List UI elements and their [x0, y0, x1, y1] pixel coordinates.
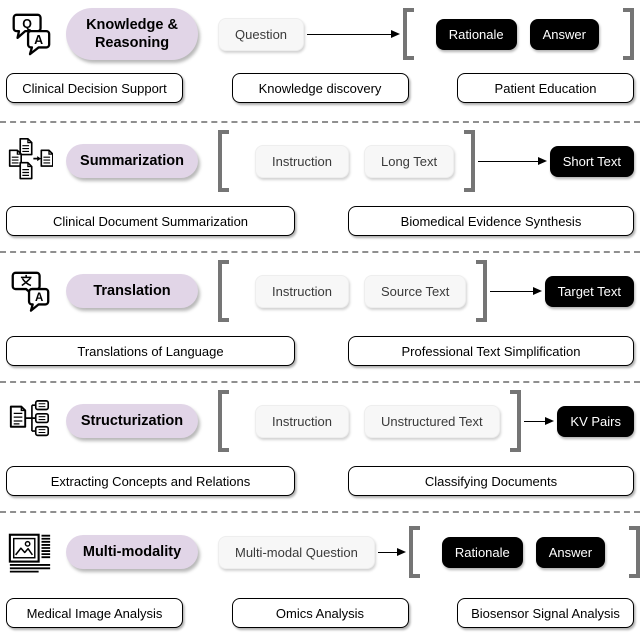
bracket-left-icon: [408, 526, 420, 578]
output-box-answer: Answer: [529, 18, 599, 50]
application-box: Extracting Concepts and Relations: [6, 466, 295, 496]
document-tree-icon: [6, 397, 54, 445]
input-bracket-group: Instruction Source Text: [218, 260, 488, 322]
output-box-target-text: Target Text: [544, 275, 634, 307]
arrow-right-icon: [523, 417, 555, 425]
bracket-right-icon: [629, 526, 640, 578]
input-box-instruction: Instruction: [255, 274, 349, 308]
row-knowledge-reasoning: Q A Knowledge & Reasoning Question Ratio…: [0, 2, 640, 123]
application-row: Clinical Document Summarization Biomedic…: [4, 206, 636, 236]
qa-chat-icon: Q A: [6, 10, 54, 58]
bracket-right-icon: [509, 390, 521, 452]
application-box: Patient Education: [457, 73, 634, 103]
output-bracket-group: Rationale Answer: [402, 8, 634, 60]
application-box: Biosensor Signal Analysis: [457, 598, 634, 628]
category-pill-summarization: Summarization: [66, 143, 198, 179]
image-article-icon: [6, 528, 54, 576]
application-box: Classifying Documents: [348, 466, 634, 496]
row-flow: Structurization Instruction Unstructured…: [4, 383, 636, 459]
application-box: Medical Image Analysis: [6, 598, 183, 628]
row-flow: A Translation Instruction Source Text Ta…: [4, 253, 636, 329]
output-bracket-group: Rationale Answer: [408, 526, 640, 578]
input-box-question: Question: [218, 17, 305, 51]
output-box-answer: Answer: [535, 536, 606, 568]
arrow-right-icon: [377, 548, 406, 556]
bracket-right-icon: [476, 260, 488, 322]
input-box-multi-modal-question: Multi-modal Question: [218, 535, 375, 569]
application-row: Translations of Language Professional Te…: [4, 336, 636, 366]
svg-text:Q: Q: [22, 17, 32, 31]
row-flow: Multi-modality Multi-modal Question Rati…: [4, 513, 640, 591]
bracket-left-icon: [218, 260, 229, 322]
arrow-right-icon: [478, 157, 547, 165]
category-pill-knowledge-reasoning: Knowledge & Reasoning: [66, 7, 198, 61]
bracket-left-icon: [402, 8, 414, 60]
input-bracket-group: Instruction Unstructured Text: [218, 390, 521, 452]
bracket-right-icon: [623, 8, 634, 60]
bracket-left-icon: [218, 130, 229, 192]
input-box-instruction: Instruction: [255, 144, 349, 178]
application-box: Professional Text Simplification: [348, 336, 634, 366]
application-row: Medical Image Analysis Omics Analysis Bi…: [4, 598, 636, 628]
arrow-right-icon: [490, 287, 542, 295]
row-flow: Summarization Instruction Long Text Shor…: [4, 123, 636, 199]
category-pill-structurization: Structurization: [66, 403, 198, 439]
row-summarization: Summarization Instruction Long Text Shor…: [0, 123, 640, 253]
input-box-long-text: Long Text: [363, 144, 455, 178]
bracket-right-icon: [464, 130, 476, 192]
documents-merge-icon: [6, 137, 54, 185]
application-box: Clinical Decision Support: [6, 73, 183, 103]
input-bracket-group: Instruction Long Text: [218, 130, 476, 192]
category-pill-multi-modality: Multi-modality: [66, 534, 198, 570]
output-box-kv-pairs: KV Pairs: [557, 405, 634, 437]
input-box-instruction: Instruction: [255, 404, 349, 438]
application-row: Extracting Concepts and Relations Classi…: [4, 466, 636, 496]
application-box: Translations of Language: [6, 336, 295, 366]
language-translate-icon: A: [6, 267, 54, 315]
application-box: Biomedical Evidence Synthesis: [348, 206, 634, 236]
svg-text:A: A: [35, 292, 43, 304]
category-pill-translation: Translation: [66, 273, 198, 309]
application-box: Clinical Document Summarization: [6, 206, 295, 236]
application-box: Omics Analysis: [231, 598, 409, 628]
output-box-short-text: Short Text: [549, 145, 634, 177]
svg-text:A: A: [34, 33, 43, 47]
output-box-rationale: Rationale: [441, 536, 523, 568]
application-row: Clinical Decision Support Knowledge disc…: [4, 73, 636, 103]
bracket-left-icon: [218, 390, 229, 452]
input-box-source-text: Source Text: [363, 274, 467, 308]
row-flow: Q A Knowledge & Reasoning Question Ratio…: [4, 2, 636, 66]
arrow-right-icon: [307, 30, 400, 38]
output-box-rationale: Rationale: [435, 18, 517, 50]
application-box: Knowledge discovery: [231, 73, 409, 103]
row-translation: A Translation Instruction Source Text Ta…: [0, 253, 640, 383]
row-multi-modality: Multi-modality Multi-modal Question Rati…: [0, 513, 640, 644]
input-box-unstructured-text: Unstructured Text: [363, 404, 500, 438]
row-structurization: Structurization Instruction Unstructured…: [0, 383, 640, 513]
